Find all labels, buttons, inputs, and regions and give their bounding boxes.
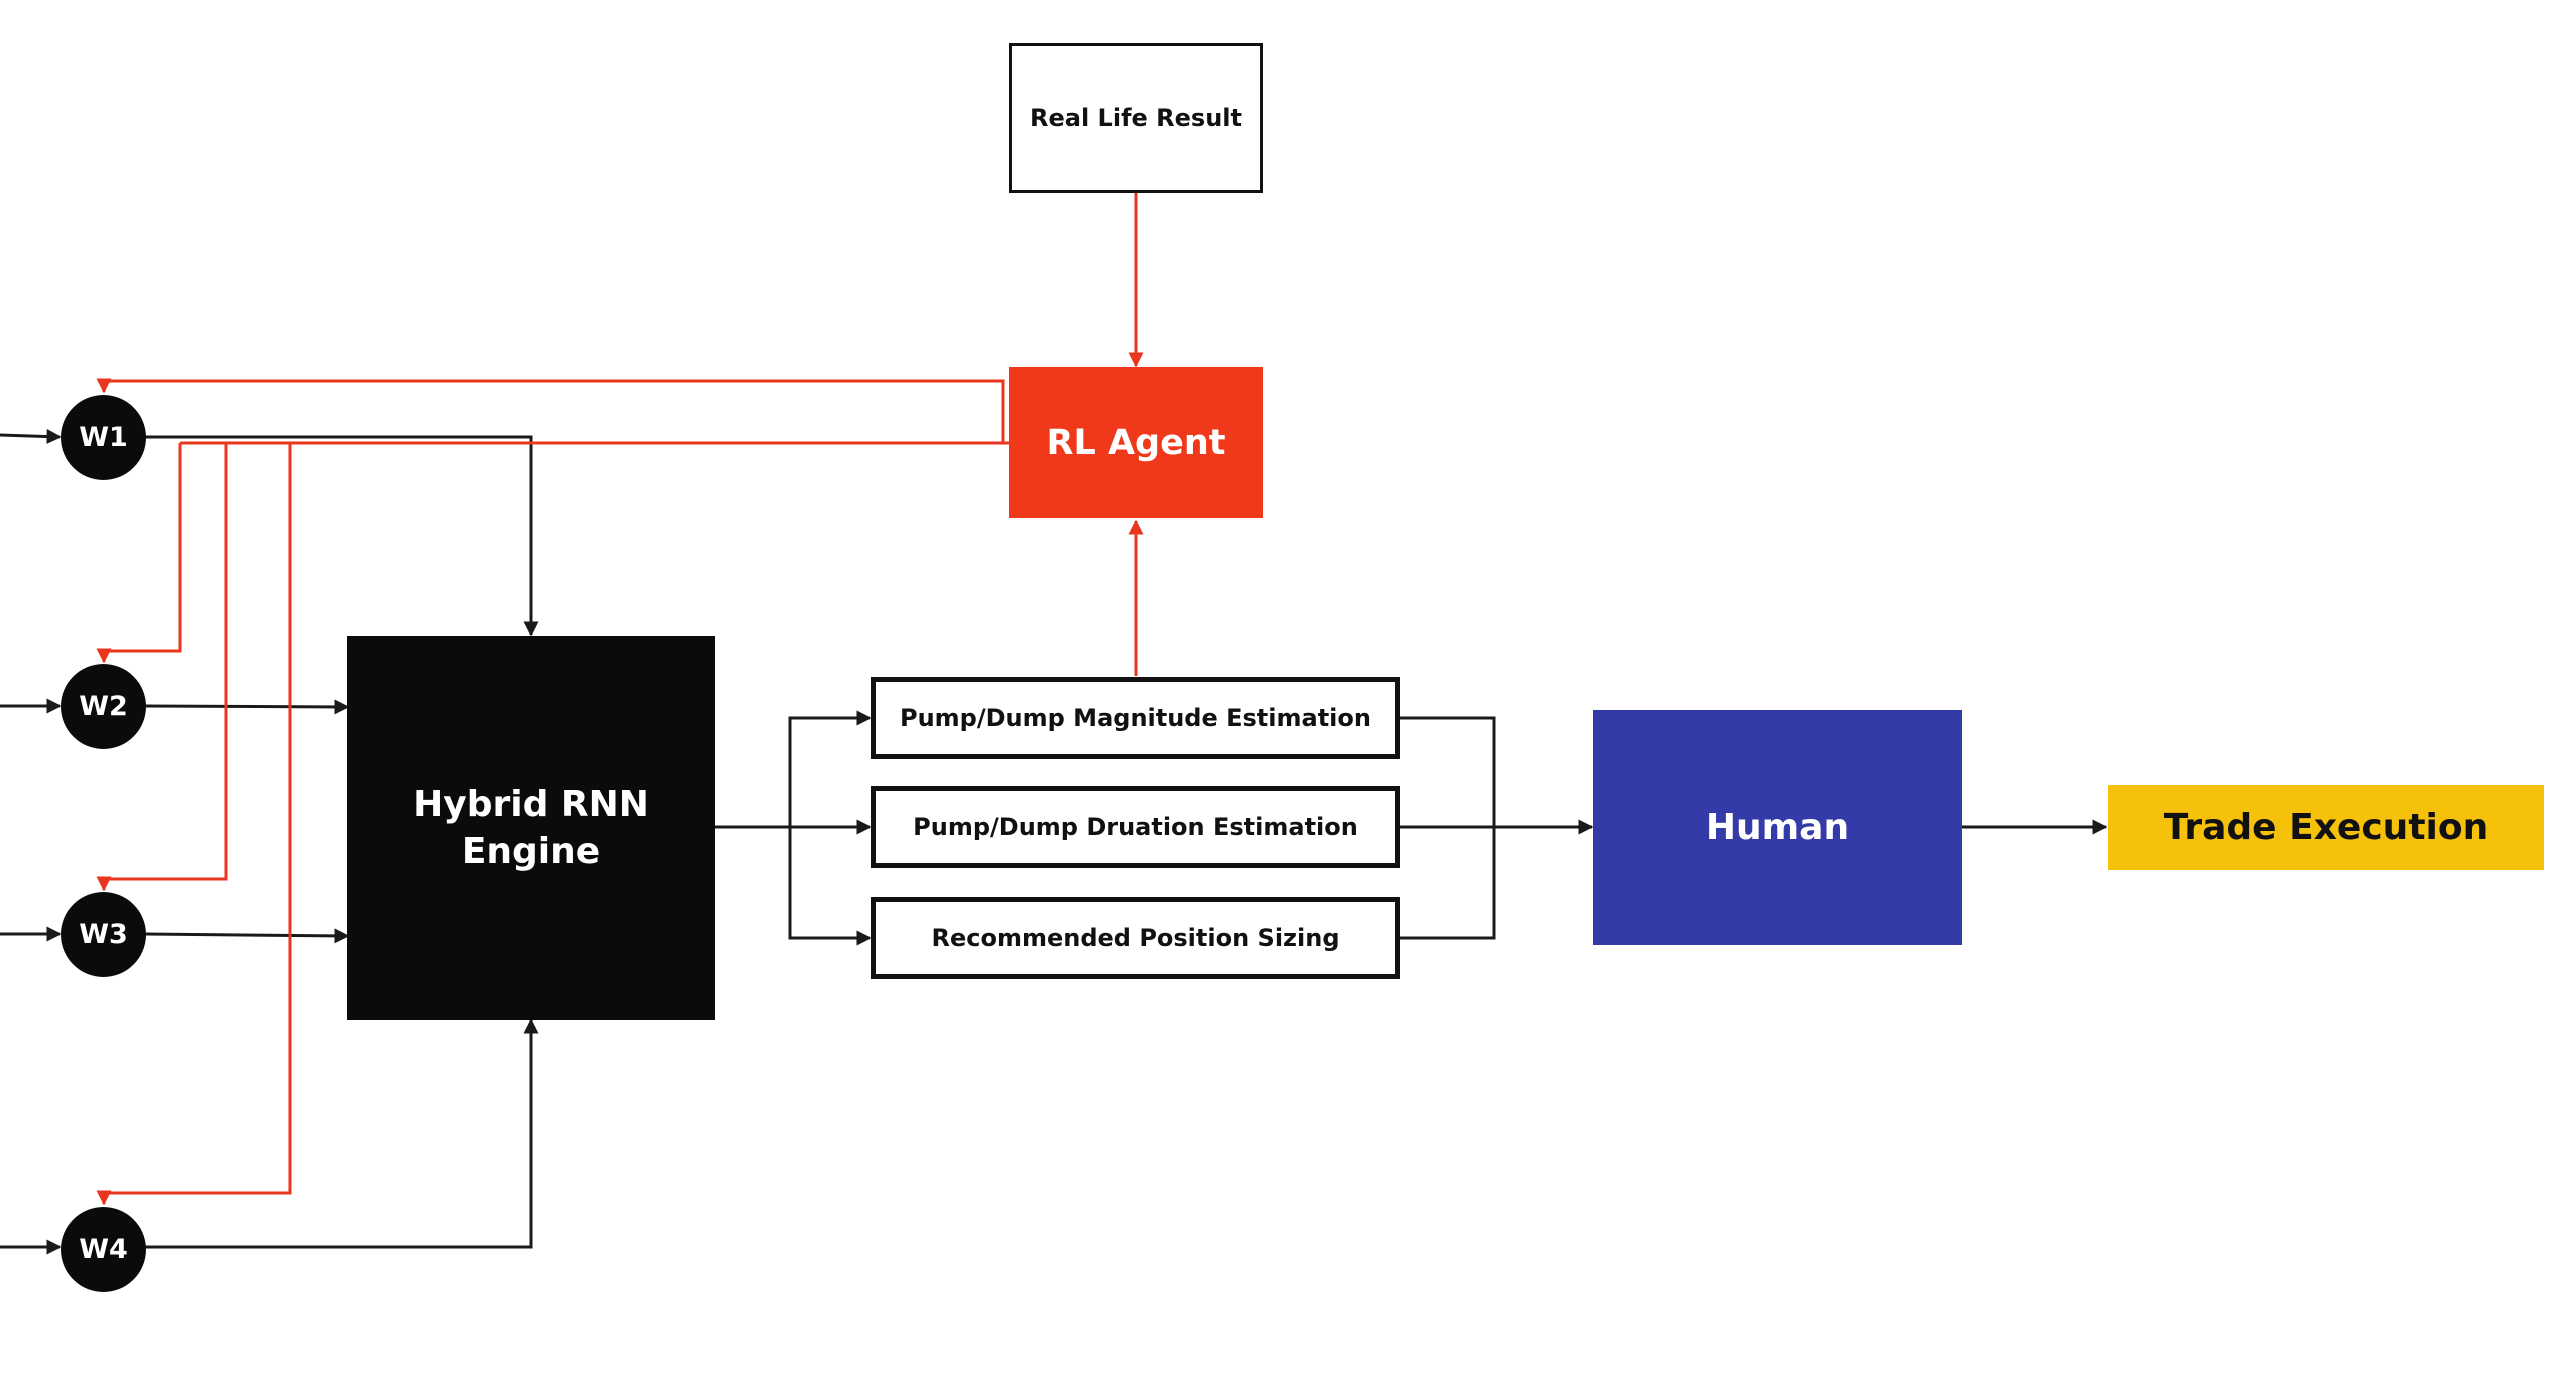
hybrid-rnn-engine-label: Hybrid RNN Engine — [413, 784, 649, 872]
human-box: Human — [1593, 710, 1962, 945]
real-life-result-box: Real Life Result — [1009, 43, 1263, 193]
trade-execution-label: Trade Execution — [2163, 807, 2489, 848]
pump-magnitude-label: Pump/Dump Magnitude Estimation — [900, 704, 1371, 732]
hybrid-rnn-engine: Hybrid RNN Engine — [347, 636, 715, 1020]
node-w1: W1 — [61, 395, 146, 480]
node-w2: W2 — [61, 664, 146, 749]
position-sizing-label: Recommended Position Sizing — [931, 924, 1340, 952]
input-arrow-w1 — [0, 429, 62, 445]
edge-split-magnitude — [788, 710, 872, 827]
node-w3-label: W3 — [79, 919, 128, 950]
node-w3: W3 — [61, 892, 146, 977]
rl-agent-box: RL Agent — [1009, 367, 1263, 518]
rl-agent-label: RL Agent — [1046, 422, 1226, 463]
position-sizing-box: Recommended Position Sizing — [871, 897, 1400, 979]
node-w4: W4 — [61, 1207, 146, 1292]
real-life-result-label: Real Life Result — [1030, 104, 1242, 132]
trade-execution-box: Trade Execution — [2108, 785, 2544, 870]
node-w4-label: W4 — [79, 1234, 128, 1265]
edge-agent-w2 — [96, 443, 182, 664]
pump-magnitude-box: Pump/Dump Magnitude Estimation — [871, 677, 1400, 759]
edge-split-sizing — [788, 827, 872, 946]
edge-w1-engine — [145, 435, 539, 637]
pump-duration-box: Pump/Dump Druation Estimation — [871, 786, 1400, 868]
edge-agent-w3 — [96, 443, 228, 892]
edge-w3-engine — [144, 928, 350, 944]
node-w2-label: W2 — [79, 691, 128, 722]
pump-duration-label: Pump/Dump Druation Estimation — [913, 813, 1358, 841]
edge-w2-engine — [144, 699, 350, 715]
edge-w4-engine — [145, 1018, 539, 1249]
human-label: Human — [1705, 807, 1850, 848]
edge-agent-w1 — [96, 378, 1005, 443]
edge-agent-w4 — [96, 443, 292, 1206]
node-w1-label: W1 — [79, 422, 128, 453]
